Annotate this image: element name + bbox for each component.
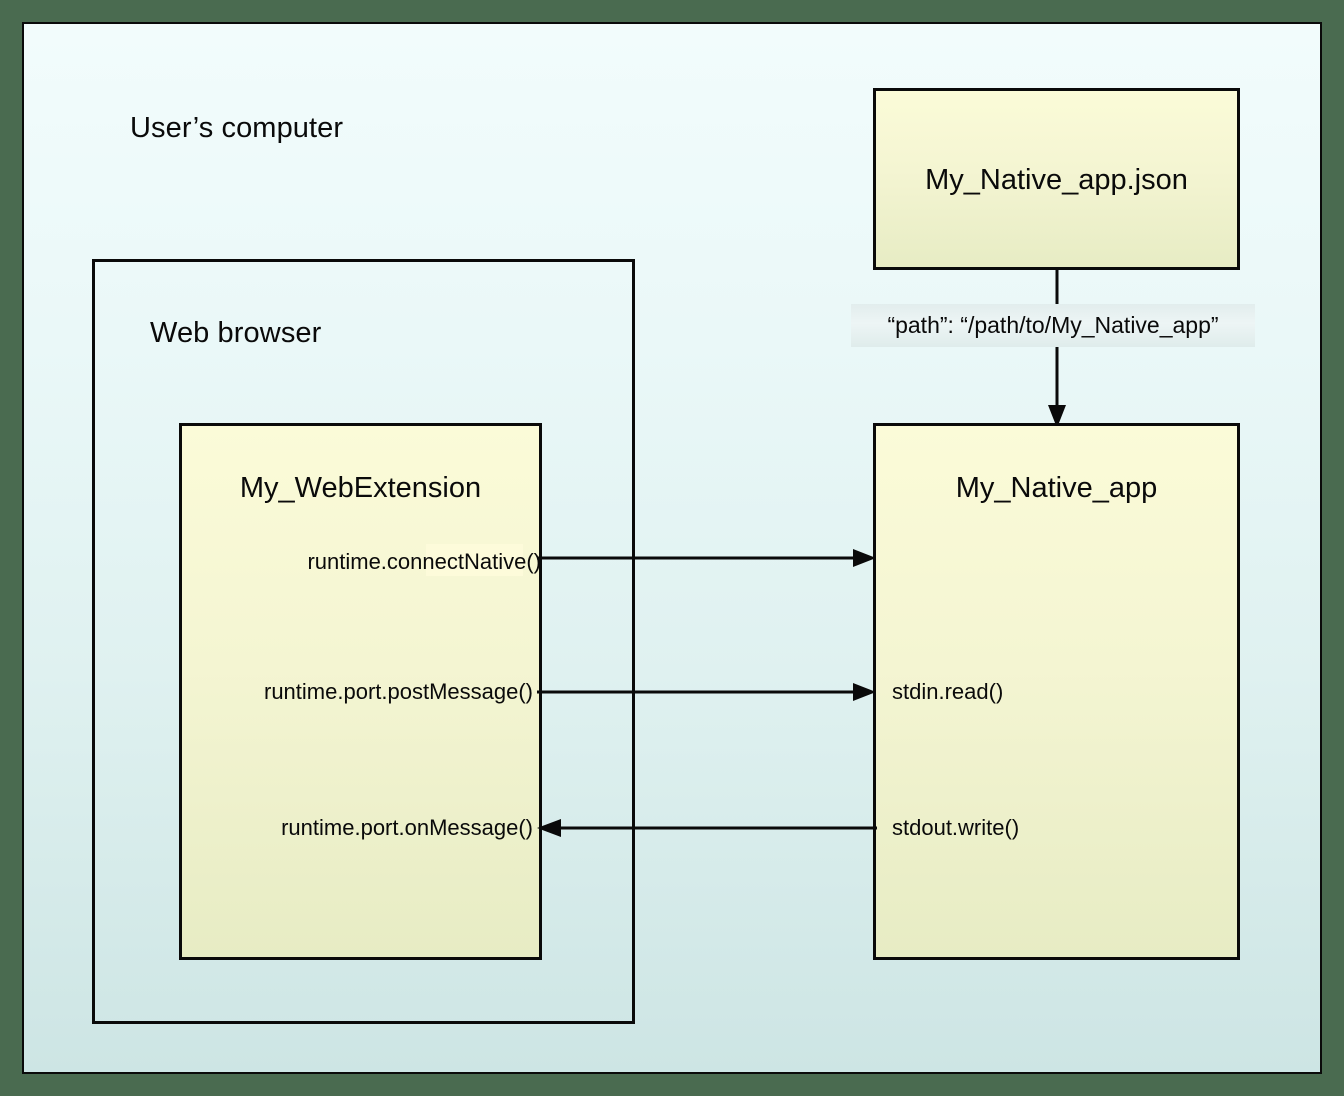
connect-native-arrow — [537, 549, 876, 567]
my-webextension-node[interactable]: My_WebExtension — [179, 423, 542, 960]
connect-native-highlight — [426, 544, 523, 576]
web-browser-label: Web browser — [150, 317, 322, 349]
native-app-manifest-node[interactable]: My_Native_app.json — [873, 88, 1240, 270]
my-webextension-title: My_WebExtension — [239, 472, 482, 504]
native-app-manifest-title: My_Native_app.json — [925, 164, 1188, 196]
my-native-app-title: My_Native_app — [955, 472, 1158, 504]
users-computer-label: User’s computer — [130, 112, 344, 144]
runtime-port-onmessage-label: runtime.port.onMessage() — [281, 815, 533, 840]
stdin-read-label: stdin.read() — [892, 679, 1004, 704]
stdout-write-label: stdout.write() — [892, 815, 1020, 840]
post-message-arrow — [537, 683, 876, 701]
on-message-arrow — [537, 819, 877, 837]
diagram-canvas: User’s computer Web browser My_WebExtens… — [22, 22, 1322, 1074]
runtime-port-postmessage-label: runtime.port.postMessage() — [264, 679, 533, 704]
web-browser-container — [92, 259, 635, 1024]
manifest-path-label: “path”: “/path/to/My_Native_app” — [851, 304, 1255, 347]
my-native-app-node[interactable]: My_Native_app — [873, 423, 1240, 960]
manifest-to-native-app-arrow — [1048, 267, 1066, 428]
runtime-connect-native-label: runtime.connectNative() — [307, 549, 541, 574]
